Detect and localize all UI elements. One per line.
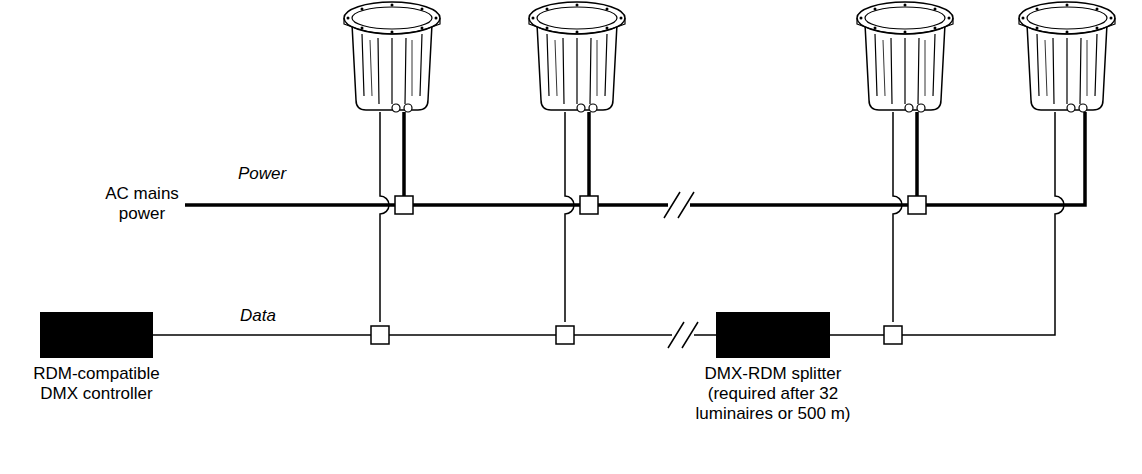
device-label: DMX-RDM splitter (required after 32 lumi… [686, 364, 861, 424]
device-label: RDM-compatible DMX controller [17, 364, 177, 404]
line-label: Power [238, 164, 318, 184]
data-line [153, 334, 716, 336]
device-block [716, 312, 830, 358]
line-label: Data [240, 306, 320, 326]
splitter-box: DMX-RDM splitter (required after 32 lumi… [716, 312, 830, 358]
device-block [40, 312, 153, 358]
supply-label: AC mains power [92, 184, 192, 224]
controller-box: RDM-compatible DMX controller [40, 312, 153, 358]
